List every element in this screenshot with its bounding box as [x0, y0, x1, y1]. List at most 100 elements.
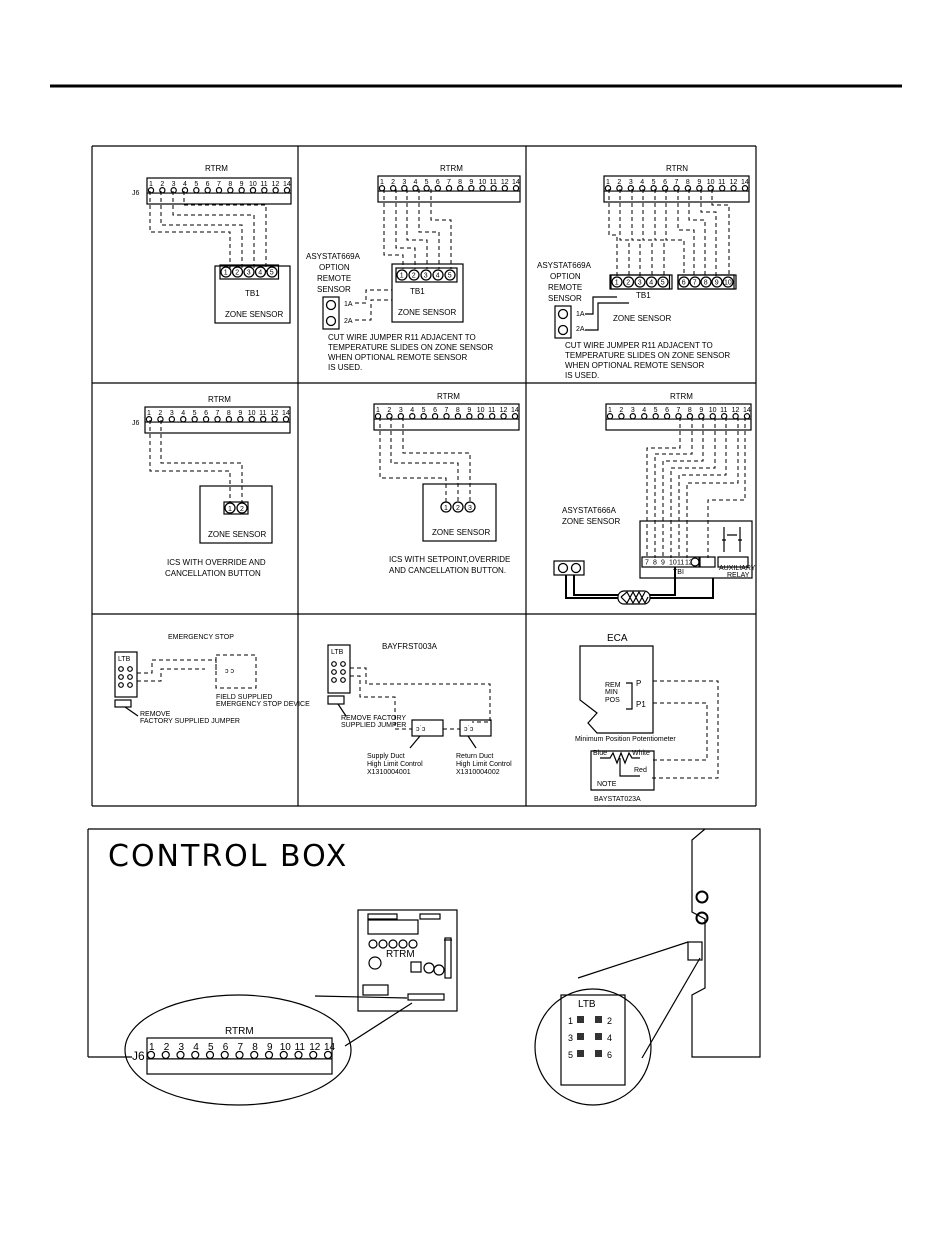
pin-number: 4 [183, 181, 187, 188]
tb-terminal-number: 3 [247, 270, 251, 277]
pin-terminal [423, 185, 430, 192]
pin-number: 3 [402, 179, 406, 186]
pin-number: 10 [479, 179, 487, 186]
svg-text:TEMPERATURE SLIDES ON ZONE SEN: TEMPERATURE SLIDES ON ZONE SENSOR [328, 343, 493, 352]
svg-text:EMERGENCY STOP DEVICE: EMERGENCY STOP DEVICE [216, 701, 310, 708]
pin-terminal [323, 1050, 333, 1060]
svg-text:REMOVE FACTORY: REMOVE FACTORY [341, 715, 406, 722]
tbi-terminal: 8 [653, 560, 657, 567]
pin-terminal [661, 185, 669, 192]
rtrn-label: RTRN [666, 164, 688, 173]
board-label: RTRM [386, 949, 415, 960]
pin-number: 8 [458, 179, 462, 186]
pin-terminal [161, 1050, 170, 1060]
svg-text:ASYSTAT669A: ASYSTAT669A [537, 261, 592, 270]
pin-terminal [445, 185, 453, 192]
magnified-rtrm-label: RTRM [225, 1026, 254, 1037]
pin-number: 2 [391, 179, 395, 186]
pin-number: 11 [260, 181, 267, 188]
eca-title: ECA [607, 633, 628, 644]
pot-label: Minimum Position Potentiometer [575, 736, 676, 743]
pin-number: 10 [249, 181, 257, 188]
ltb-terminal [577, 1050, 584, 1057]
tb-terminal [420, 269, 432, 281]
pin-number: 2 [158, 410, 162, 417]
svg-text:FACTORY SUPPLIED JUMPER: FACTORY SUPPLIED JUMPER [140, 718, 240, 725]
pin-terminal [490, 185, 497, 192]
ltb-terminal-number: 2 [607, 1016, 612, 1026]
tb-terminal-number: 2 [235, 270, 239, 277]
pin-number: 6 [204, 410, 208, 417]
pin-number: 9 [240, 181, 244, 188]
pin-number: 1 [606, 179, 610, 186]
pin-number: 14 [324, 1042, 336, 1053]
ltb-block [327, 644, 351, 694]
ltb-terminal [118, 666, 124, 672]
ltb-terminal [118, 682, 124, 688]
tb-terminal-number: 1 [615, 280, 619, 287]
pin-number: 11 [490, 179, 497, 186]
ltb-terminal [340, 669, 346, 675]
pin-number: 9 [697, 179, 701, 186]
svg-text:TEMPERATURE SLIDES ON ZONE SEN: TEMPERATURE SLIDES ON ZONE SENSOR [565, 351, 730, 360]
ltb-terminal [331, 677, 337, 683]
pin-number: 6 [433, 407, 437, 414]
pin-number: 2 [160, 181, 164, 188]
j6-label: J6 [132, 190, 140, 197]
pin-terminal [641, 413, 648, 420]
svg-text:Supply Duct: Supply Duct [367, 753, 405, 760]
pin-number: 14 [741, 179, 749, 186]
ics-setpoint-line2: AND CANCELLATION BUTTON. [389, 566, 506, 575]
pin-number: 7 [238, 1042, 244, 1053]
ics-setpoint-line1: ICS WITH SETPOINT,OVERRIDE [389, 555, 510, 564]
pin-terminal [227, 187, 234, 194]
ltb-terminal-number: 1 [568, 1016, 573, 1026]
tb-terminal [254, 266, 267, 278]
pin-number: 2 [387, 407, 391, 414]
ltb-terminal-number: 3 [568, 1033, 573, 1043]
pin-number: 12 [730, 179, 738, 186]
ltb-terminal [331, 669, 337, 675]
tb-terminal [634, 276, 646, 288]
svg-text:ASYSTAT669A: ASYSTAT669A [306, 252, 361, 261]
pin-number: 11 [295, 1042, 306, 1053]
remote-sensor-option: ASYSTAT669A OPTION REMOTE SENSOR [306, 252, 361, 294]
ltb-label: LTB [578, 999, 596, 1010]
pin-number: 4 [193, 1042, 199, 1053]
pin-terminal [279, 1050, 288, 1060]
asystat666a-line2: ZONE SENSOR [562, 517, 620, 526]
svg-text:White: White [632, 750, 650, 757]
svg-text:LTB: LTB [118, 656, 131, 663]
tb-terminal [408, 269, 420, 281]
pin-terminal [730, 185, 737, 192]
tbi-terminal: 10 [669, 560, 677, 567]
pin-number: 7 [217, 181, 221, 188]
svg-text:P: P [636, 679, 641, 688]
pin-number: 11 [720, 407, 727, 414]
svg-text:High Limit Control: High Limit Control [367, 761, 423, 768]
pin-number: 4 [640, 179, 644, 186]
svg-text:1: 1 [444, 505, 448, 512]
pin-terminal [718, 185, 726, 192]
cut-jumper-note: CUT WIRE JUMPER R11 ADJACENT TO TEMPERAT… [328, 333, 493, 372]
pin-number: 3 [172, 181, 176, 188]
pin-number: 8 [228, 181, 232, 188]
pin-terminal [500, 413, 507, 420]
tb-terminal [444, 269, 456, 281]
pin-terminal [309, 1050, 318, 1060]
ltb-terminal [595, 1016, 602, 1023]
pin-terminal [604, 185, 612, 192]
tb1-label: TB1 [245, 289, 260, 298]
pin-terminal [743, 413, 751, 420]
rtrm-label: RTRM [205, 164, 228, 173]
svg-text:TBI: TBI [673, 569, 684, 576]
svg-text:SENSOR: SENSOR [548, 294, 582, 303]
pin-terminal [220, 1050, 229, 1060]
pin-number: 7 [447, 179, 451, 186]
svg-text:1A: 1A [576, 311, 585, 318]
